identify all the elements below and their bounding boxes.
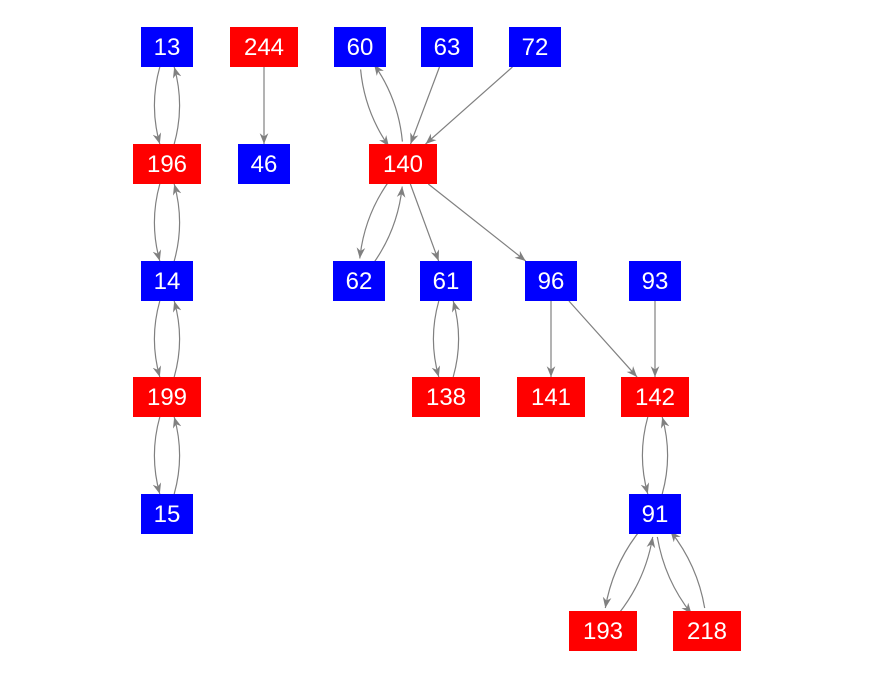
- node-label: 60: [347, 34, 374, 61]
- nodes: 13 244 60 63 72 196 46 140 14 62 61 96 93 199 138 141 14…: [133, 27, 741, 651]
- node-box: [569, 611, 637, 651]
- node-label: 199: [147, 384, 187, 411]
- node-14[interactable]: 14: [141, 261, 193, 301]
- node-91[interactable]: 91: [629, 494, 681, 534]
- node-label: 93: [642, 268, 669, 295]
- node-46[interactable]: 46: [238, 144, 290, 184]
- node-62[interactable]: 62: [333, 261, 385, 301]
- edge-15-to-199: [172, 416, 182, 495]
- node-label: 140: [383, 151, 423, 178]
- edge-14-to-196: [172, 183, 182, 262]
- node-label: 61: [433, 268, 460, 295]
- node-box: [525, 261, 577, 301]
- edge-138-to-61: [451, 300, 461, 378]
- edge-96-to-142: [568, 300, 638, 378]
- node-label: 138: [426, 384, 466, 411]
- node-box: [673, 611, 741, 651]
- edge-140-to-96: [427, 183, 527, 262]
- node-140[interactable]: 140: [369, 144, 437, 184]
- edge-91-to-193: [602, 530, 641, 609]
- node-218[interactable]: 218: [673, 611, 741, 651]
- node-138[interactable]: 138: [412, 377, 480, 417]
- node-box: [230, 27, 298, 67]
- node-label: 14: [154, 268, 181, 295]
- edge-196-to-13: [172, 66, 182, 145]
- node-box: [133, 144, 201, 184]
- edge-63-to-140: [409, 66, 441, 145]
- edge-196-to-14: [152, 183, 162, 262]
- node-box: [133, 377, 201, 417]
- node-193[interactable]: 193: [569, 611, 637, 651]
- node-63[interactable]: 63: [421, 27, 473, 67]
- node-label: 193: [583, 618, 623, 645]
- node-box: [141, 494, 193, 534]
- node-199[interactable]: 199: [133, 377, 201, 417]
- node-label: 96: [538, 268, 565, 295]
- node-label: 46: [251, 151, 278, 178]
- edge-140-to-62: [356, 181, 390, 259]
- edge-91-to-218: [656, 536, 693, 615]
- node-141[interactable]: 141: [517, 377, 585, 417]
- edge-13-to-196: [152, 66, 162, 145]
- edge-193-to-91: [617, 536, 656, 615]
- edges: [152, 64, 706, 615]
- node-93[interactable]: 93: [629, 261, 681, 301]
- node-box: [334, 27, 386, 67]
- node-142[interactable]: 142: [621, 377, 689, 417]
- node-13[interactable]: 13: [141, 27, 193, 67]
- node-box: [421, 27, 473, 67]
- node-label: 218: [687, 618, 727, 645]
- edge-142-to-91: [640, 416, 650, 495]
- node-label: 244: [244, 34, 284, 61]
- edge-140-to-61: [409, 183, 440, 262]
- node-box: [141, 27, 193, 67]
- edge-72-to-140: [425, 66, 513, 145]
- node-196[interactable]: 196: [133, 144, 201, 184]
- node-96[interactable]: 96: [525, 261, 577, 301]
- edge-14-to-199: [152, 300, 162, 378]
- node-label: 15: [154, 501, 181, 528]
- edge-61-to-138: [431, 300, 441, 378]
- edge-60-to-140: [359, 69, 390, 147]
- node-15[interactable]: 15: [141, 494, 193, 534]
- node-box: [141, 261, 193, 301]
- node-244[interactable]: 244: [230, 27, 298, 67]
- node-box: [509, 27, 561, 67]
- node-label: 13: [154, 34, 181, 61]
- edge-91-to-142: [660, 416, 670, 495]
- node-label: 72: [522, 34, 549, 61]
- node-label: 62: [346, 268, 373, 295]
- node-box: [621, 377, 689, 417]
- node-label: 142: [635, 384, 675, 411]
- edge-218-to-91: [669, 530, 706, 609]
- node-box: [517, 377, 585, 417]
- node-label: 91: [642, 501, 669, 528]
- node-box: [629, 494, 681, 534]
- edge-62-to-140: [372, 186, 406, 264]
- node-box: [420, 261, 472, 301]
- node-label: 141: [531, 384, 571, 411]
- edge-199-to-15: [152, 416, 162, 495]
- node-72[interactable]: 72: [509, 27, 561, 67]
- node-60[interactable]: 60: [334, 27, 386, 67]
- node-box: [238, 144, 290, 184]
- edge-199-to-14: [172, 300, 182, 378]
- node-label: 196: [147, 151, 187, 178]
- node-label: 63: [434, 34, 461, 61]
- node-box: [369, 144, 437, 184]
- node-61[interactable]: 61: [420, 261, 472, 301]
- node-box: [333, 261, 385, 301]
- node-box: [412, 377, 480, 417]
- node-box: [629, 261, 681, 301]
- edge-140-to-60: [373, 64, 404, 142]
